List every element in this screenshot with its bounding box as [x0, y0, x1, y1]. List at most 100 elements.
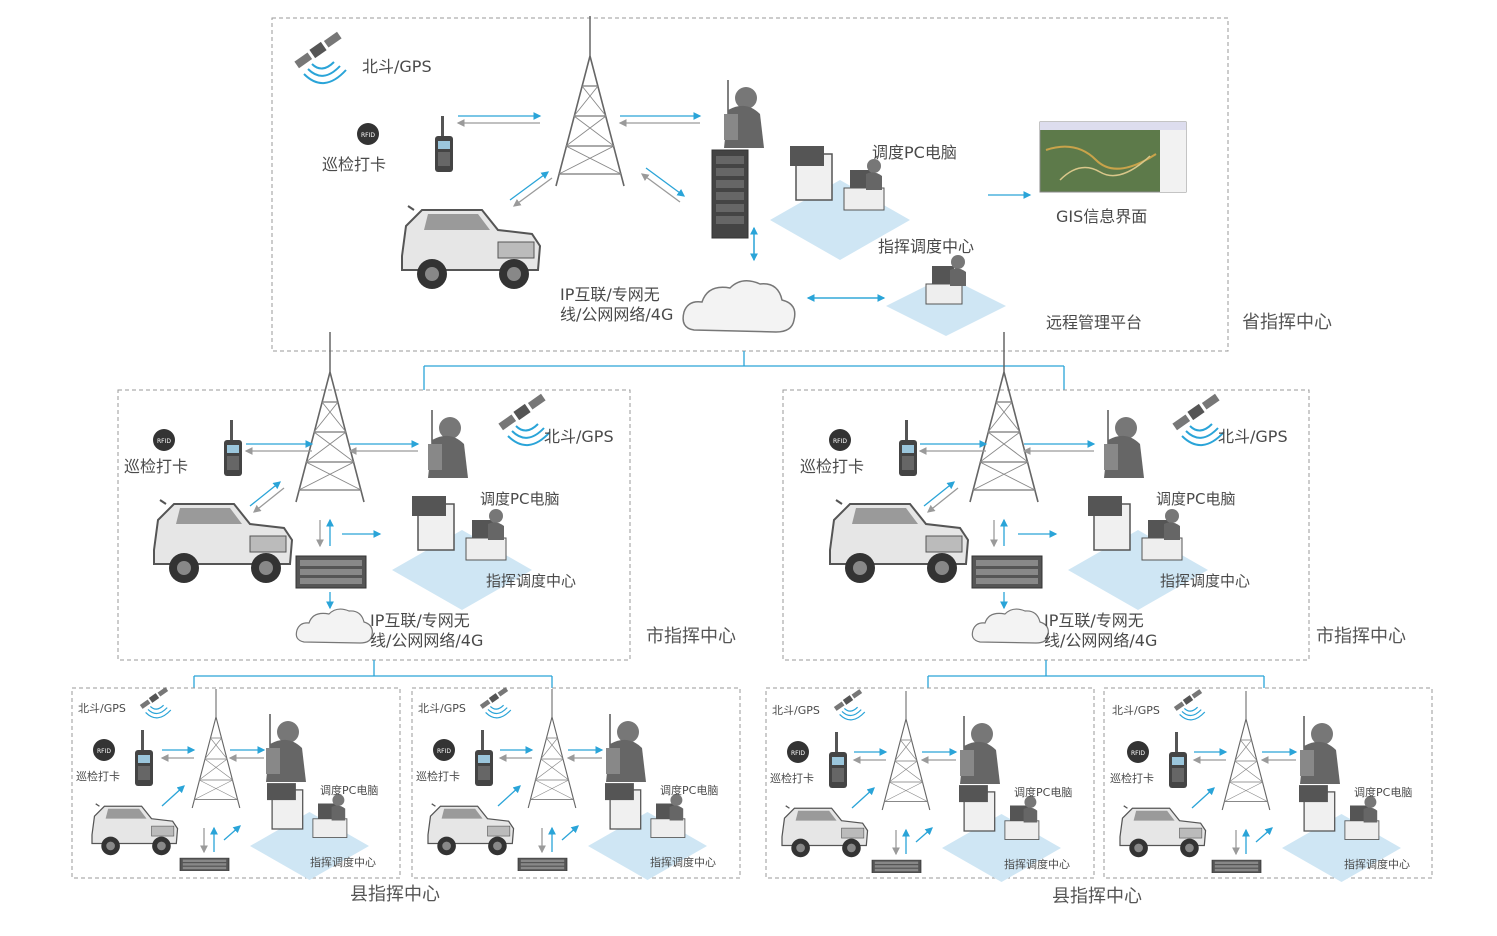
city-center-left: 巡检打卡 北斗/GPS 调度PC电脑 指挥调度中心 IP互联/专网无 线/公网网… — [117, 331, 736, 661]
server-rack-icon — [871, 859, 922, 874]
county-dispatch-pc-label: 调度PC电脑 — [1014, 785, 1072, 799]
server-rack-icon — [711, 149, 749, 239]
radio-tower-icon — [555, 15, 625, 187]
radio-tower-icon — [1221, 690, 1271, 811]
province-box — [271, 17, 1229, 352]
city-region-label: 市指挥中心 — [1316, 626, 1406, 647]
jeep-icon — [401, 205, 541, 290]
county-patrol-label: 巡检打卡 — [76, 769, 120, 783]
city-links — [244, 440, 420, 610]
radio-tower-icon — [881, 690, 931, 811]
city-patrol-label: 巡检打卡 — [124, 457, 188, 476]
walkie-talkie-icon — [435, 116, 453, 172]
brand-logo-icon — [93, 739, 115, 761]
county-region-label-right: 县指挥中心 — [1052, 886, 1142, 907]
city-network-label-2: 线/公网网络/4G — [1044, 631, 1157, 650]
operator-icon — [885, 254, 1007, 337]
county-box — [411, 687, 741, 879]
satellite-icon — [139, 686, 172, 719]
server-rack-icon — [517, 857, 568, 872]
county-box — [1103, 687, 1433, 879]
county-satellite-label: 北斗/GPS — [418, 702, 466, 715]
city-dispatch-pc-label: 调度PC电脑 — [480, 490, 560, 508]
city-links — [918, 440, 1096, 610]
city-patrol-label: 巡检打卡 — [800, 457, 864, 476]
remote-mgmt-label: 远程管理平台 — [1046, 313, 1142, 332]
county-satellite-label: 北斗/GPS — [772, 704, 820, 717]
cloud-icon — [682, 280, 796, 333]
server-rack-icon — [179, 857, 230, 872]
county-center: 北斗/GPS 巡检打卡 调度PC电脑 指挥调度中心 — [1103, 687, 1433, 883]
gis-map-icon — [1039, 121, 1187, 193]
province-region-label: 省指挥中心 — [1242, 312, 1332, 333]
soldier-icon — [1103, 409, 1145, 479]
city-command-center-label: 指挥调度中心 — [1160, 572, 1250, 590]
brand-logo-icon — [1127, 741, 1149, 763]
city-satellite-label: 北斗/GPS — [1218, 427, 1288, 446]
city-dispatch-pc-label: 调度PC电脑 — [1156, 490, 1236, 508]
county-region-label-left: 县指挥中心 — [350, 884, 440, 905]
jeep-icon — [829, 499, 969, 584]
walkie-talkie-icon — [475, 730, 493, 786]
brand-logo-icon — [433, 739, 455, 761]
county-dispatch-pc-label: 调度PC电脑 — [1354, 785, 1412, 799]
county-center: 北斗/GPS 巡检打卡 调度PC电脑 指挥调度中心 — [765, 687, 1095, 883]
province-center: 北斗/GPS 巡检打卡 调度PC电脑 指挥调度中心 GIS信息界面 IP互联/专… — [271, 15, 1332, 352]
server-rack-icon — [295, 555, 367, 589]
walkie-talkie-icon — [224, 420, 242, 476]
cloud-icon — [295, 608, 373, 644]
dispatch-station-icon — [1067, 495, 1209, 611]
brand-logo-icon — [829, 429, 851, 451]
satellite-icon — [1171, 392, 1225, 447]
city-network-label-1: IP互联/专网无 — [1044, 611, 1144, 630]
radio-tower-icon — [295, 331, 365, 503]
city-center-right: 巡检打卡 北斗/GPS 调度PC电脑 指挥调度中心 IP互联/专网无 线/公网网… — [782, 331, 1406, 661]
walkie-talkie-icon — [829, 732, 847, 788]
satellite-icon — [497, 392, 551, 447]
soldier-icon — [959, 715, 1001, 785]
county-command-center-label: 指挥调度中心 — [310, 855, 376, 869]
city-command-center-label: 指挥调度中心 — [486, 572, 576, 590]
county-command-center-label: 指挥调度中心 — [650, 855, 716, 869]
jeep-icon — [153, 499, 293, 584]
province-network-label-2: 线/公网网络/4G — [560, 305, 673, 324]
city-network-label-1: IP互联/专网无 — [370, 611, 470, 630]
soldier-icon — [1299, 715, 1341, 785]
jeep-icon — [781, 805, 869, 858]
radio-tower-icon — [527, 688, 577, 809]
soldier-icon — [265, 713, 307, 783]
satellite-icon — [293, 30, 347, 85]
county-dispatch-pc-label: 调度PC电脑 — [660, 783, 718, 797]
server-rack-icon — [971, 555, 1043, 589]
county-box — [71, 687, 401, 879]
county-patrol-label: 巡检打卡 — [770, 771, 814, 785]
gis-label: GIS信息界面 — [1056, 207, 1147, 226]
city-region-label: 市指挥中心 — [646, 626, 736, 647]
county-box — [765, 687, 1095, 879]
city-network-label-2: 线/公网网络/4G — [370, 631, 483, 650]
county-dispatch-pc-label: 调度PC电脑 — [320, 783, 378, 797]
cloud-icon — [971, 608, 1049, 644]
county-satellite-label: 北斗/GPS — [78, 702, 126, 715]
jeep-icon — [91, 803, 179, 856]
province-city-connector — [423, 351, 1065, 390]
walkie-talkie-icon — [1169, 732, 1187, 788]
brand-logo-icon — [787, 741, 809, 763]
province-patrol-label: 巡检打卡 — [322, 155, 386, 174]
walkie-talkie-icon — [899, 420, 917, 476]
province-links — [456, 112, 1032, 302]
soldier-icon — [605, 713, 647, 783]
radio-tower-icon — [191, 688, 241, 809]
county-center: 北斗/GPS 巡检打卡 调度PC电脑 指挥调度中心 — [71, 686, 401, 881]
county-command-center-label: 指挥调度中心 — [1344, 857, 1410, 871]
radio-tower-icon — [969, 331, 1039, 503]
jeep-icon — [427, 803, 515, 856]
province-network-label-1: IP互联/专网无 — [560, 285, 660, 304]
brand-logo-icon — [357, 123, 379, 145]
jeep-icon — [1119, 805, 1207, 858]
city-satellite-label: 北斗/GPS — [544, 427, 614, 446]
county-centers: 北斗/GPS 巡检打卡 调度PC电脑 指挥调度中心 北斗/GPS — [71, 686, 1433, 883]
soldier-icon — [723, 79, 765, 149]
satellite-icon — [479, 686, 512, 719]
